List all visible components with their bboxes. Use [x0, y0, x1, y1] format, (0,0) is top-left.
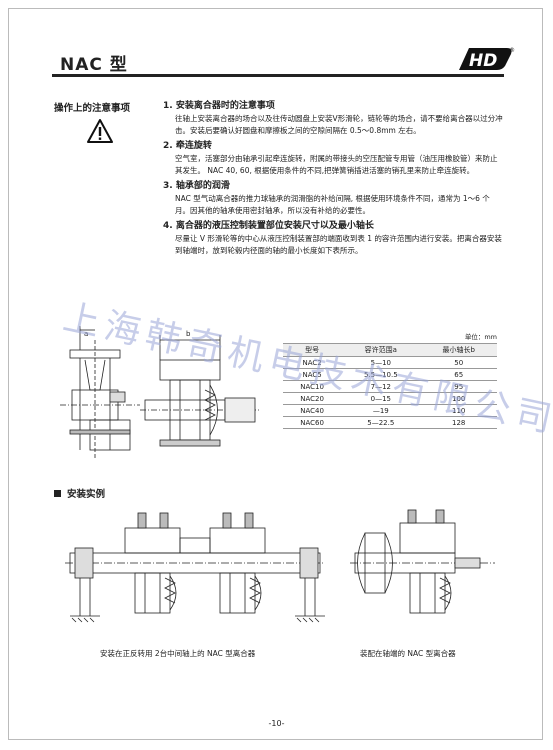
brand-logo: HD ® — [455, 44, 515, 78]
note-item: 3. 轴承部的润滑 NAC 型气动离合器的推力球轴承的润滑脂的补给间隔, 根据使… — [163, 180, 503, 216]
notes-content: 1. 安装离合器时的注意事项 往轴上安装离合器的场合以及往传动圆盘上安装V形滑轮… — [163, 100, 503, 260]
logo-text: HD — [469, 51, 497, 71]
note-item: 2. 牵连旋转 空气室，活塞部分由轴承引起牵连旋转，附属的带接头的空压配管专用管… — [163, 140, 503, 176]
note-body: NAC 型气动离合器的推力球轴承的润滑脂的补给间隔, 根据使用环境条件不同，通常… — [175, 194, 490, 215]
section-title: 操作上的注意事项 — [54, 103, 131, 114]
note-title: 1. 安装离合器时的注意事项 — [163, 101, 275, 111]
install-title-text: 安装实例 — [67, 489, 106, 500]
table-row: NAC40 —19 110 — [283, 404, 497, 417]
table-cell: NAC60 — [283, 416, 342, 429]
note-body: 尽量让 V 形滑轮等的中心从液压控制装置部的端面收到表 1 的容许范围内进行安装… — [175, 234, 502, 255]
note-title: 2. 牵连旋转 — [163, 141, 212, 151]
dim-label-b: b — [186, 330, 191, 338]
table-cell: 5—22.5 — [341, 416, 421, 429]
page-title: NAC 型 — [60, 55, 128, 75]
install-example-right-diagram — [350, 508, 500, 632]
table-row: NAC60 5—22.5 128 — [283, 416, 497, 429]
page-number: -10- — [268, 719, 285, 728]
install-section-title: 安装实例 — [54, 486, 105, 500]
table-header-cell: 最小轴长b — [420, 343, 497, 357]
dimension-table: 单位：mm 型号 容许范围a 最小轴长b NAC2 5—10 50 NAC5 5… — [283, 331, 497, 429]
note-item: 1. 安装离合器时的注意事项 往轴上安装离合器的场合以及往传动圆盘上安装V形滑轮… — [163, 100, 503, 136]
dim-label-a: a — [84, 330, 88, 338]
note-title: 3. 轴承部的润滑 — [163, 181, 230, 191]
caption-left: 安装在正反转用 2台中间轴上的 NAC 型离合器 — [100, 649, 256, 658]
clutch-dimension-diagram: a b — [60, 320, 285, 474]
caption-right: 装配在轴端的 NAC 型离合器 — [360, 649, 456, 658]
note-item: 4. 离合器的液压控制装置部位安装尺寸以及最小轴长 尽量让 V 形滑轮等的中心从… — [163, 220, 503, 256]
note-title: 4. 离合器的液压控制装置部位安装尺寸以及最小轴长 — [163, 221, 374, 231]
header-rule — [52, 74, 504, 77]
table-cell: NAC40 — [283, 404, 342, 417]
table-cell: 128 — [420, 416, 497, 429]
install-example-left-diagram — [60, 508, 330, 632]
note-body: 往轴上安装离合器的场合以及往传动圆盘上安装V形滑轮，链轮等的场合，请不要给离合器… — [175, 114, 503, 135]
section-bullet — [54, 490, 61, 497]
page-border — [8, 8, 543, 740]
table-row: NAC10 7—12 95 — [283, 380, 497, 393]
logo-registered: ® — [509, 47, 515, 54]
note-body: 空气室，活塞部分由轴承引起牵连旋转，附属的带接头的空压配管专用管（油压用橡胶管）… — [175, 154, 498, 175]
warning-triangle-icon — [86, 118, 114, 148]
table-unit: 单位：mm — [464, 333, 497, 341]
